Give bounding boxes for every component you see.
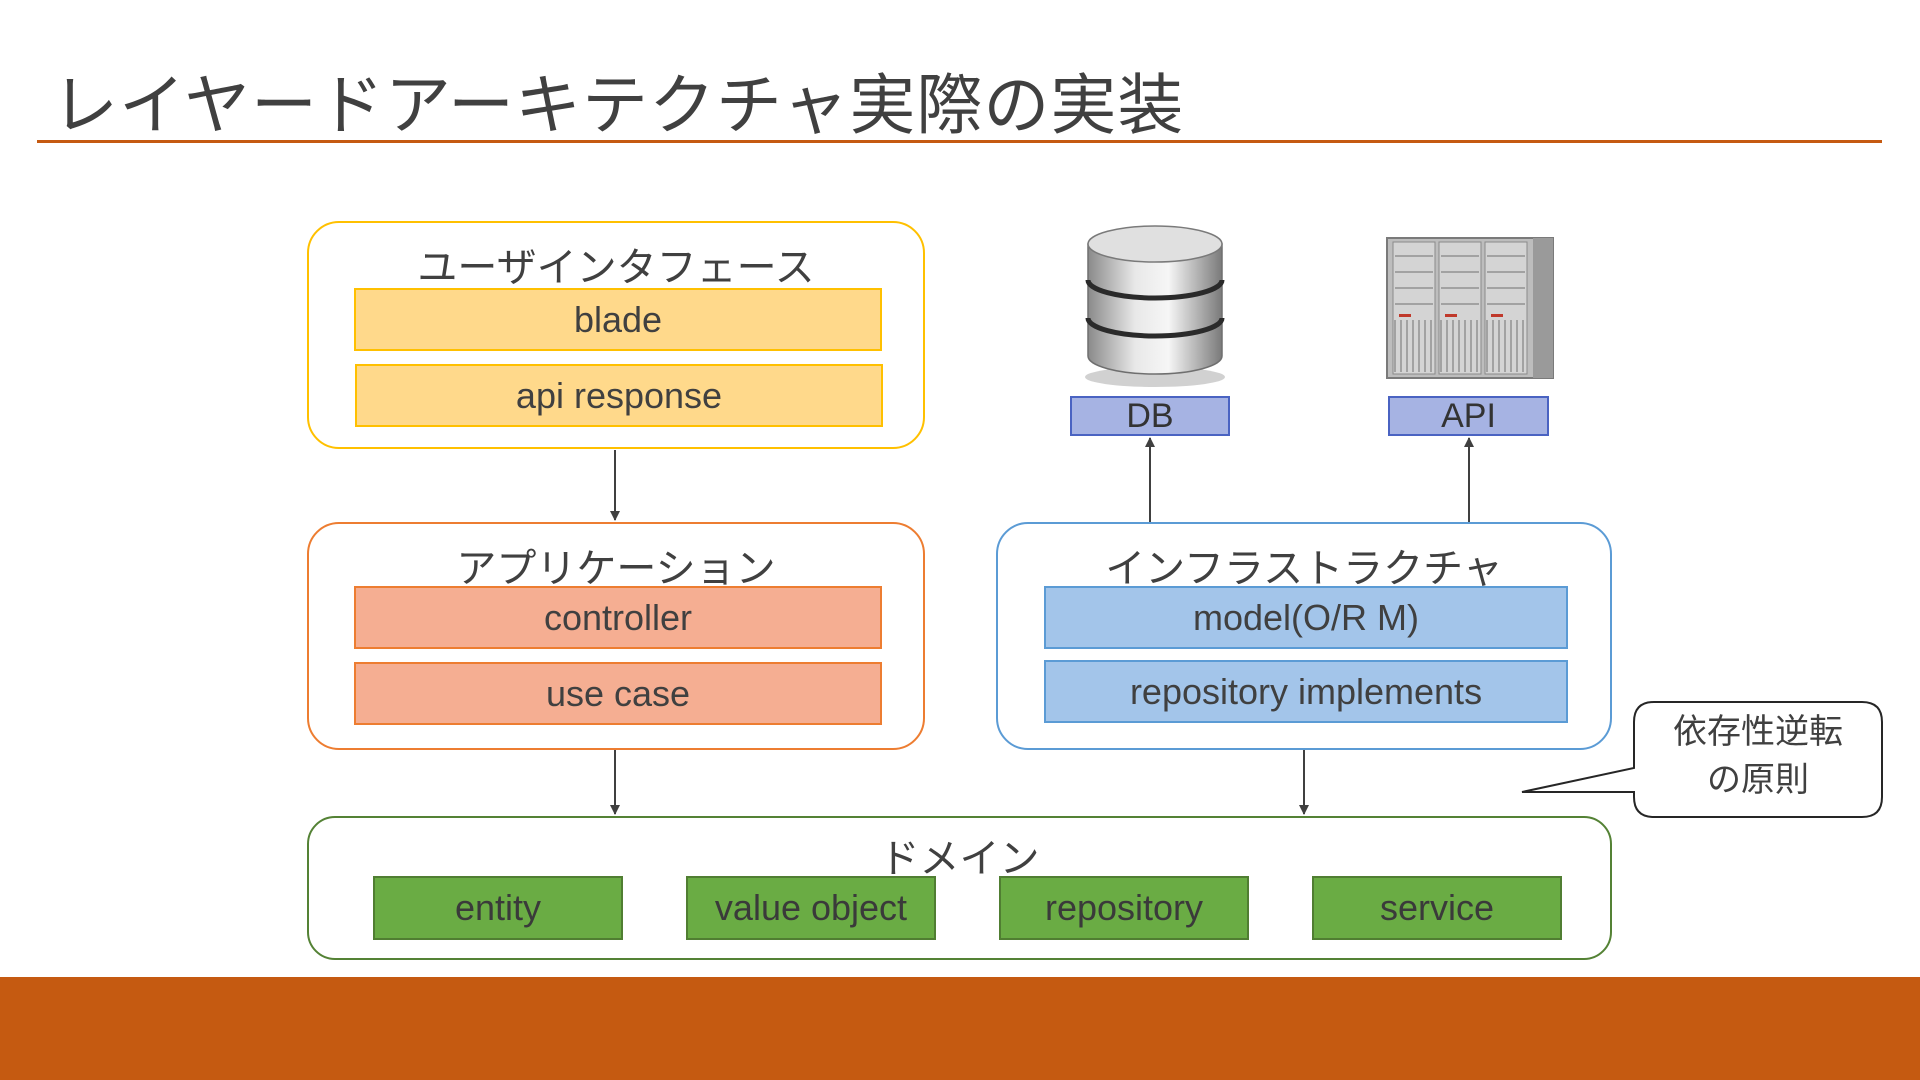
- ui-item-api-response: api response: [355, 364, 883, 427]
- callout-line-1: 依存性逆転: [1673, 712, 1843, 752]
- callout-text: 依存性逆転 の原則: [1638, 708, 1878, 804]
- domain-item-service: service: [1312, 876, 1562, 940]
- server-rack-icon: [1386, 237, 1554, 379]
- infrastructure-item-model: model(O/R M): [1044, 586, 1568, 649]
- domain-item-value-object: value object: [686, 876, 936, 940]
- title-divider: [37, 140, 1882, 143]
- domain-item-entity: entity: [373, 876, 623, 940]
- ui-layer-label: ユーザインタフェース: [417, 245, 815, 291]
- callout-bubble: [1521, 701, 1883, 818]
- callout-line-2: の原則: [1707, 760, 1809, 800]
- infrastructure-layer-label: インフラストラクチャ: [1105, 546, 1503, 592]
- footer-bar: [0, 977, 1920, 1080]
- ui-layer: ユーザインタフェース blade api response: [307, 221, 925, 449]
- slide-title: レイヤードアーキテクチャ実際の実装: [52, 67, 1185, 144]
- application-layer: アプリケーション controller use case: [307, 522, 925, 750]
- infrastructure-layer: インフラストラクチャ model(O/R M) repository imple…: [996, 522, 1612, 750]
- application-layer-label: アプリケーション: [456, 546, 776, 592]
- api-label: API: [1388, 396, 1549, 436]
- domain-layer: ドメイン entity value object repository serv…: [307, 816, 1612, 960]
- ui-item-blade: blade: [354, 288, 882, 351]
- application-item-controller: controller: [354, 586, 882, 649]
- infrastructure-item-repository-implements: repository implements: [1044, 660, 1568, 723]
- domain-item-repository: repository: [999, 876, 1249, 940]
- database-icon: [1085, 225, 1225, 387]
- domain-layer-label: ドメイン: [879, 836, 1040, 882]
- application-item-use-case: use case: [354, 662, 882, 725]
- db-label: DB: [1070, 396, 1230, 436]
